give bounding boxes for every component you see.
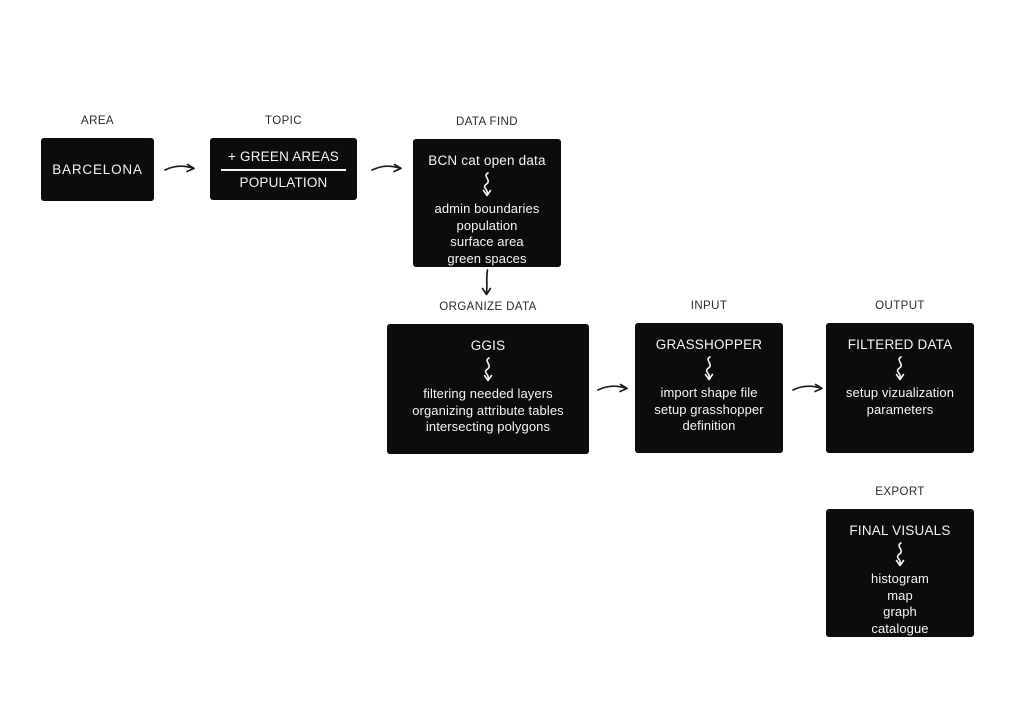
box-line: organizing attribute tables bbox=[412, 402, 564, 418]
box-line: map bbox=[887, 587, 913, 603]
stage-organize-data-label: ORGANIZE DATA bbox=[439, 301, 537, 313]
stage-topic: TOPIC + GREEN AREAS POPULATION bbox=[210, 115, 357, 200]
fraction-bar bbox=[221, 168, 346, 171]
box-lines: import shape file setup grasshopper defi… bbox=[635, 385, 783, 435]
box-line: filtering needed layers bbox=[423, 386, 553, 401]
box-line: surface area bbox=[450, 234, 524, 249]
box-lines: setup vizualization parameters bbox=[826, 385, 974, 418]
box-title: FILTERED DATA bbox=[847, 337, 953, 352]
flow-arrow-right-icon bbox=[597, 383, 628, 393]
stage-output: OUTPUT FILTERED DATA setup vizualization… bbox=[826, 300, 974, 453]
stage-data-find: DATA FIND BCN cat open data admin bounda… bbox=[413, 116, 561, 267]
flow-arrow-right-icon bbox=[792, 383, 823, 393]
box-line: graph bbox=[883, 604, 917, 619]
box-line: parameters bbox=[866, 401, 934, 417]
squiggle-arrow-icon bbox=[704, 356, 714, 381]
box-lines: admin boundaries population surface area… bbox=[413, 201, 561, 267]
box-title: BARCELONA bbox=[52, 162, 143, 177]
filtered-data-box: FILTERED DATA setup vizualization parame… bbox=[826, 323, 974, 453]
bcn-open-data-box: BCN cat open data admin boundaries popul… bbox=[413, 139, 561, 267]
flow-arrow-down-icon bbox=[481, 269, 492, 296]
box-line: import shape file bbox=[660, 385, 758, 400]
box-title: BCN cat open data bbox=[428, 153, 546, 168]
stage-organize-data: ORGANIZE DATA GGIS filtering needed laye… bbox=[387, 301, 589, 454]
box-line: catalogue bbox=[871, 620, 929, 636]
box-line: definition bbox=[682, 418, 736, 433]
squiggle-arrow-icon bbox=[482, 172, 492, 197]
stage-export: EXPORT FINAL VISUALS histogram map graph… bbox=[826, 486, 974, 637]
topic-box: + GREEN AREAS POPULATION bbox=[210, 138, 357, 200]
box-title: GRASSHOPPER bbox=[655, 337, 763, 352]
ggis-box: GGIS filtering needed layers organizing … bbox=[387, 324, 589, 454]
box-line: intersecting polygons bbox=[425, 419, 551, 434]
box-title: GGIS bbox=[470, 338, 506, 353]
stage-input-label: INPUT bbox=[690, 300, 728, 312]
stage-output-label: OUTPUT bbox=[875, 300, 925, 312]
final-visuals-box: FINAL VISUALS histogram map graph catalo… bbox=[826, 509, 974, 637]
box-line: admin boundaries bbox=[434, 201, 540, 216]
flow-arrow-right-icon bbox=[164, 163, 195, 173]
stage-area: AREA BARCELONA bbox=[41, 115, 154, 201]
stage-export-label: EXPORT bbox=[875, 486, 925, 498]
box-line: population bbox=[456, 217, 518, 233]
stage-area-label: AREA bbox=[81, 115, 114, 127]
green-areas-population-fraction: + GREEN AREAS POPULATION bbox=[210, 149, 357, 190]
flow-arrow-right-icon bbox=[371, 163, 402, 173]
grasshopper-box: GRASSHOPPER import shape file setup gras… bbox=[635, 323, 783, 453]
fraction-numerator: + GREEN AREAS bbox=[227, 148, 339, 164]
box-line: histogram bbox=[871, 571, 929, 586]
box-lines: filtering needed layers organizing attri… bbox=[387, 386, 589, 436]
stage-topic-label: TOPIC bbox=[265, 115, 302, 127]
stage-input: INPUT GRASSHOPPER import shape file setu… bbox=[635, 300, 783, 453]
box-title: FINAL VISUALS bbox=[849, 523, 951, 538]
squiggle-arrow-icon bbox=[895, 356, 905, 381]
fraction-denominator: POPULATION bbox=[239, 174, 328, 190]
stage-data-find-label: DATA FIND bbox=[456, 116, 518, 128]
box-line: setup vizualization bbox=[845, 385, 955, 400]
squiggle-arrow-icon bbox=[895, 542, 905, 567]
barcelona-box: BARCELONA bbox=[41, 138, 154, 201]
box-line: setup grasshopper bbox=[654, 401, 764, 417]
box-line: green spaces bbox=[447, 250, 527, 266]
squiggle-arrow-icon bbox=[483, 357, 493, 382]
box-lines: histogram map graph catalogue bbox=[826, 571, 974, 637]
